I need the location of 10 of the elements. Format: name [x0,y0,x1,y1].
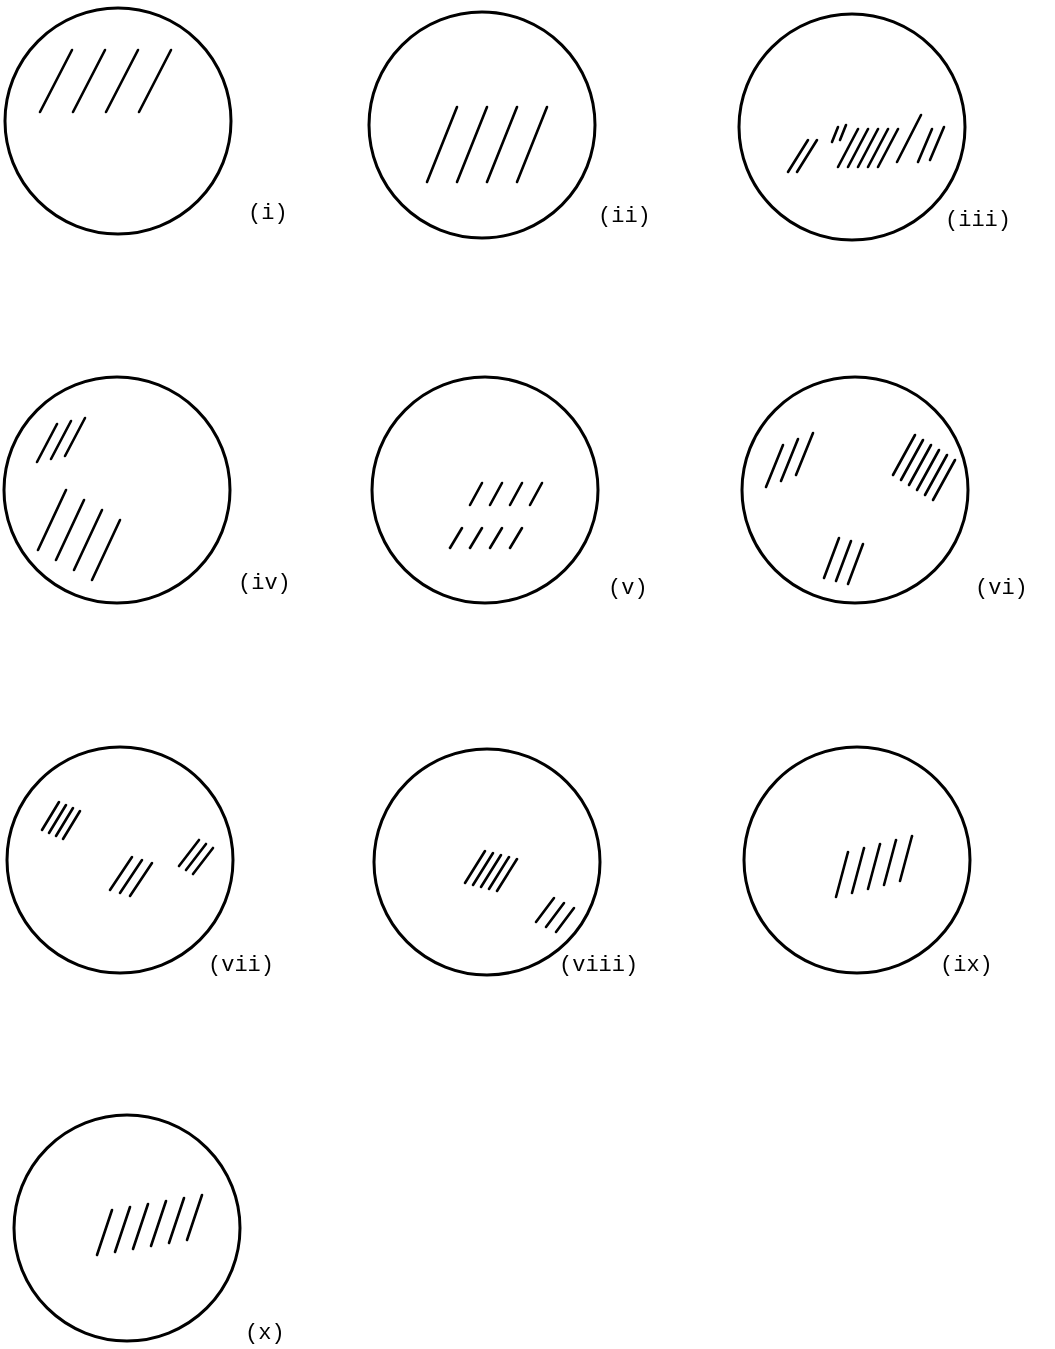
figure-label: (ix) [940,955,993,977]
figure-label: (viii) [559,955,639,977]
figure-label: (v) [608,578,648,600]
figure-label: (vii) [208,955,274,977]
figure-label: (x) [245,1323,285,1345]
figure-label: (iv) [238,573,291,595]
figure-label: (vi) [975,578,1028,600]
figure-label: (i) [248,203,288,225]
figure-label: (iii) [945,210,1011,232]
figure-label: (ii) [598,206,651,228]
